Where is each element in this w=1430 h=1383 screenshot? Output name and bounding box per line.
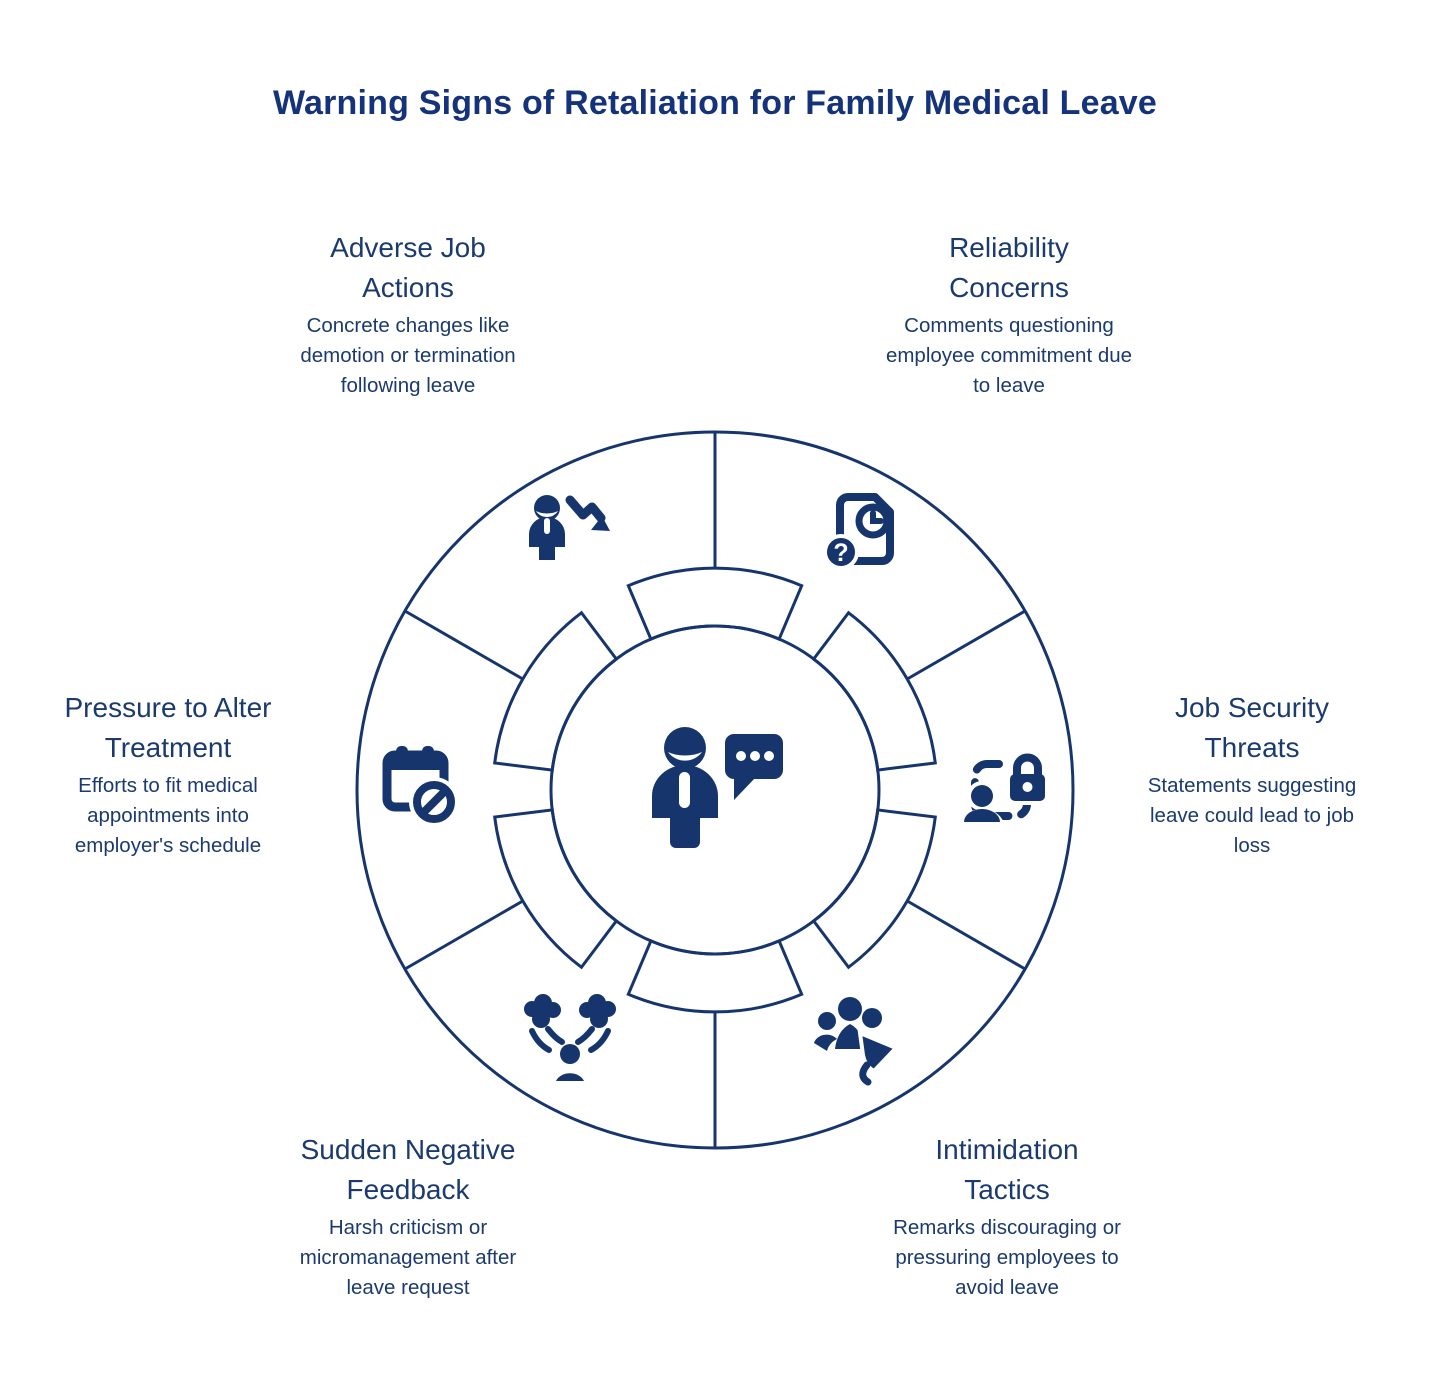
page-title: Warning Signs of Retaliation for Family … (272, 84, 1158, 122)
group-megaphone-icon (814, 997, 900, 1086)
segment-label-intimidation-tactics: Intimidation Tactics Remarks discouragin… (827, 1130, 1187, 1303)
segment-description: Comments questioning employee commitment… (885, 314, 1133, 397)
segment-heading: Adverse Job Actions (330, 232, 486, 303)
segment-description: Remarks discouraging or pressuring emplo… (893, 1216, 1121, 1299)
segment-description: Harsh criticism or micromanagement after… (299, 1216, 517, 1299)
person-lock-icon (960, 753, 1049, 826)
segment-label-pressure-to-alter-treatment: Pressure to Alter Treatment Efforts to f… (8, 688, 328, 861)
calendar-blocked-icon (382, 746, 459, 827)
segment-label-reliability-concerns: Reliability Concerns Comments questionin… (829, 228, 1189, 401)
wheel-diagram: ? (355, 430, 1075, 1150)
segment-label-adverse-job-actions: Adverse Job Actions Concrete changes lik… (228, 228, 588, 401)
segment-heading: Intimidation Tactics (935, 1134, 1079, 1205)
segment-label-job-security-threats: Job Security Threats Statements suggesti… (1082, 688, 1422, 861)
ring-tabs-and-dividers (404, 432, 1026, 1148)
person-chat-icon (652, 727, 783, 848)
segment-label-sudden-negative-feedback: Sudden Negative Feedback Harsh criticism… (228, 1130, 588, 1303)
segment-description: Statements suggesting leave could lead t… (1147, 774, 1357, 857)
segment-heading: Reliability Concerns (949, 232, 1069, 303)
segment-description: Efforts to fit medical appointments into… (74, 774, 262, 857)
segment-description: Concrete changes like demotion or termin… (300, 314, 516, 397)
leave-document-icon: ? (823, 493, 894, 570)
segment-heading: Job Security Threats (1174, 692, 1330, 763)
segment-heading: Sudden Negative Feedback (300, 1134, 516, 1205)
segment-heading: Pressure to Alter Treatment (64, 692, 272, 763)
person-decline-icon (529, 495, 610, 560)
criticism-icon (524, 994, 616, 1081)
svg-text:?: ? (833, 539, 848, 567)
